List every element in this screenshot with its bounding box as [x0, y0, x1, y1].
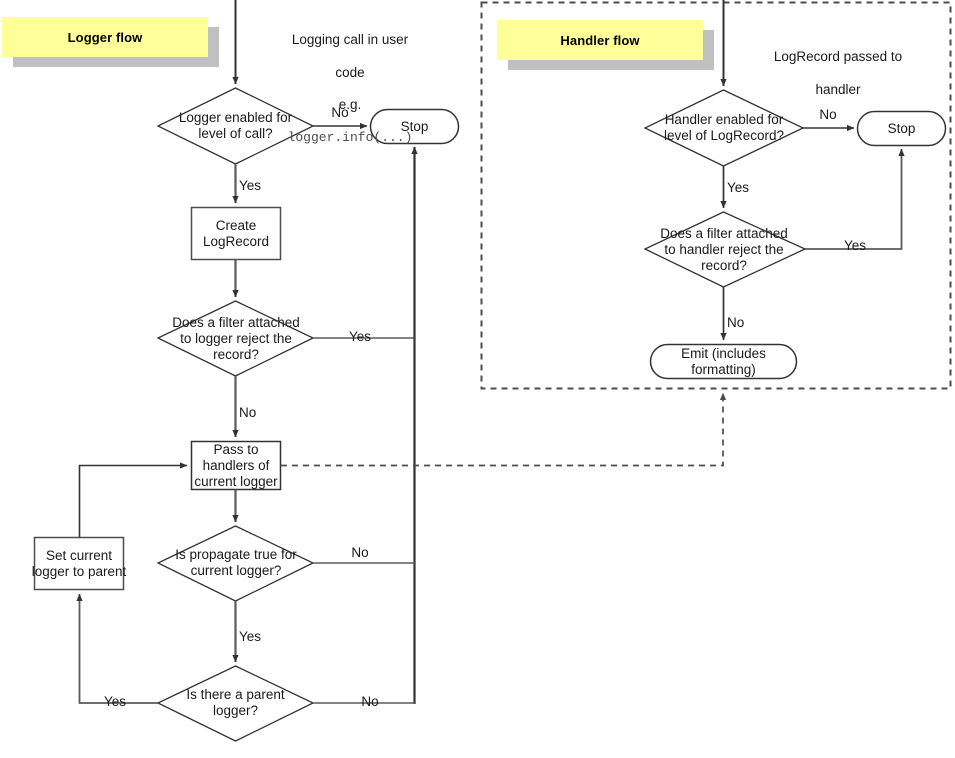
node-emit — [649, 343, 798, 380]
node-logger-stop — [369, 108, 460, 145]
node-logger-enabled-hit[interactable] — [158, 88, 314, 165]
logger-entry-caption: Logging call in user code e.g. logger.in… — [235, 16, 465, 146]
handler-entry-caption-line1: LogRecord passed to — [773, 49, 903, 65]
edge-has-parent-yes — [76, 593, 158, 704]
logger-entry-caption-code: logger.info(...) — [287, 130, 413, 146]
edge-label-is-propagate-no: No — [351, 545, 369, 560]
logger-entry-caption-line3: e.g. — [338, 96, 362, 112]
edge-set-parent-to-pass — [78, 462, 188, 538]
handler-flow-callout-label: Handler flow — [560, 32, 640, 48]
edge-label-handler-enabled-yes: Yes — [727, 180, 750, 195]
edge-label-handler-filter-yes: Yes — [843, 238, 867, 253]
logger-flow-callout: Logger flow — [2, 17, 208, 57]
node-logger-stop-hit[interactable] — [370, 109, 459, 144]
edge-label-logger-filter-yes: Yes — [348, 329, 372, 344]
logger-entry-caption-line1: Logging call in user — [291, 32, 409, 48]
edge-label-logger-filter-no: No — [239, 405, 257, 420]
edge-label-handler-filter-no: No — [727, 315, 745, 330]
node-set-parent-hit[interactable] — [34, 537, 124, 590]
logger-flow-callout-label: Logger flow — [67, 29, 143, 45]
node-set-parent — [33, 536, 125, 591]
node-create-logrecord-hit[interactable] — [191, 207, 281, 260]
handler-entry-caption-line2: handler — [815, 81, 861, 97]
node-is-propagate-hit[interactable] — [158, 526, 314, 602]
node-logger-filter-hit[interactable] — [158, 301, 314, 377]
edge-pass-to-handler-flow — [281, 392, 727, 467]
edge-label-has-parent-no: No — [361, 694, 379, 709]
edge-label-is-propagate-yes: Yes — [239, 629, 262, 644]
node-pass-to-handlers-hit[interactable] — [191, 441, 281, 490]
edge-handler-filter-yes — [805, 148, 905, 250]
edge-label-handler-enabled-no: No — [819, 107, 837, 122]
edge-label-logger-enabled-no: No — [331, 105, 349, 120]
node-emit-hit[interactable] — [650, 344, 797, 379]
logger-entry-caption-line2: code — [335, 64, 365, 80]
node-has-parent-hit[interactable] — [158, 666, 314, 742]
node-handler-stop — [856, 110, 947, 147]
edge-label-logger-enabled-yes: Yes — [239, 178, 262, 193]
handler-entry-caption: LogRecord passed to handler — [723, 33, 953, 98]
handler-flow-boundary — [480, 1, 952, 390]
node-has-parent — [156, 665, 315, 742]
node-handler-stop-hit[interactable] — [857, 111, 946, 146]
edge-label-has-parent-yes: Yes — [103, 694, 127, 709]
handler-flow-callout: Handler flow — [497, 20, 703, 60]
node-handler-enabled-hit[interactable] — [645, 90, 804, 167]
node-handler-filter-hit[interactable] — [645, 212, 806, 288]
node-pass-to-handlers — [190, 440, 282, 491]
